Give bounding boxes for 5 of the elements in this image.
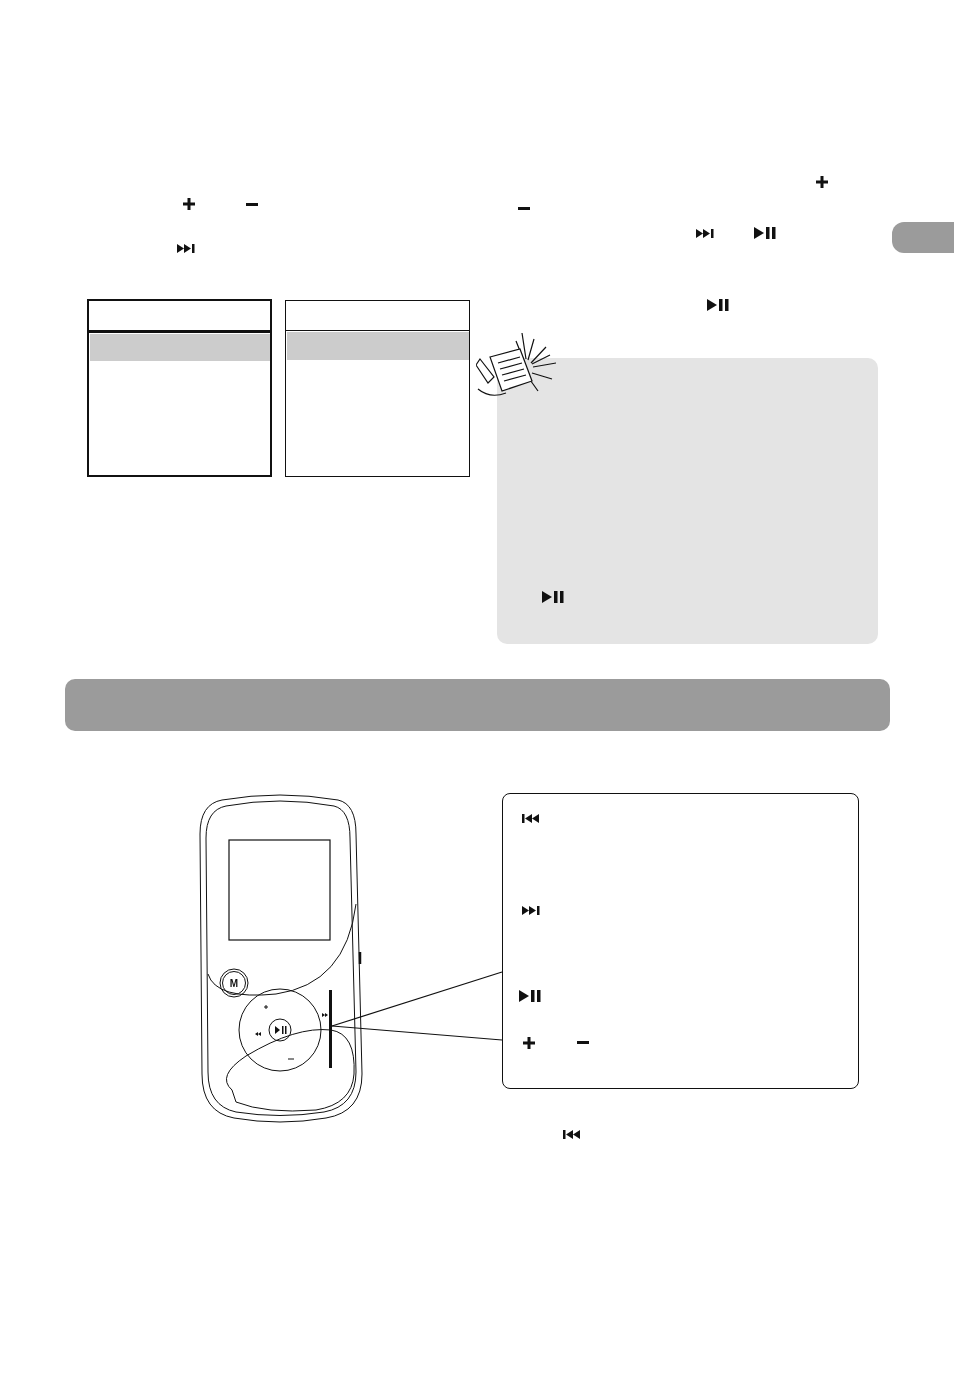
- leader-line: [331, 1025, 503, 1041]
- button-label: M: [228, 977, 240, 991]
- section-banner: [65, 679, 890, 731]
- leader-line: [331, 971, 503, 1027]
- callout-box: [502, 793, 859, 1089]
